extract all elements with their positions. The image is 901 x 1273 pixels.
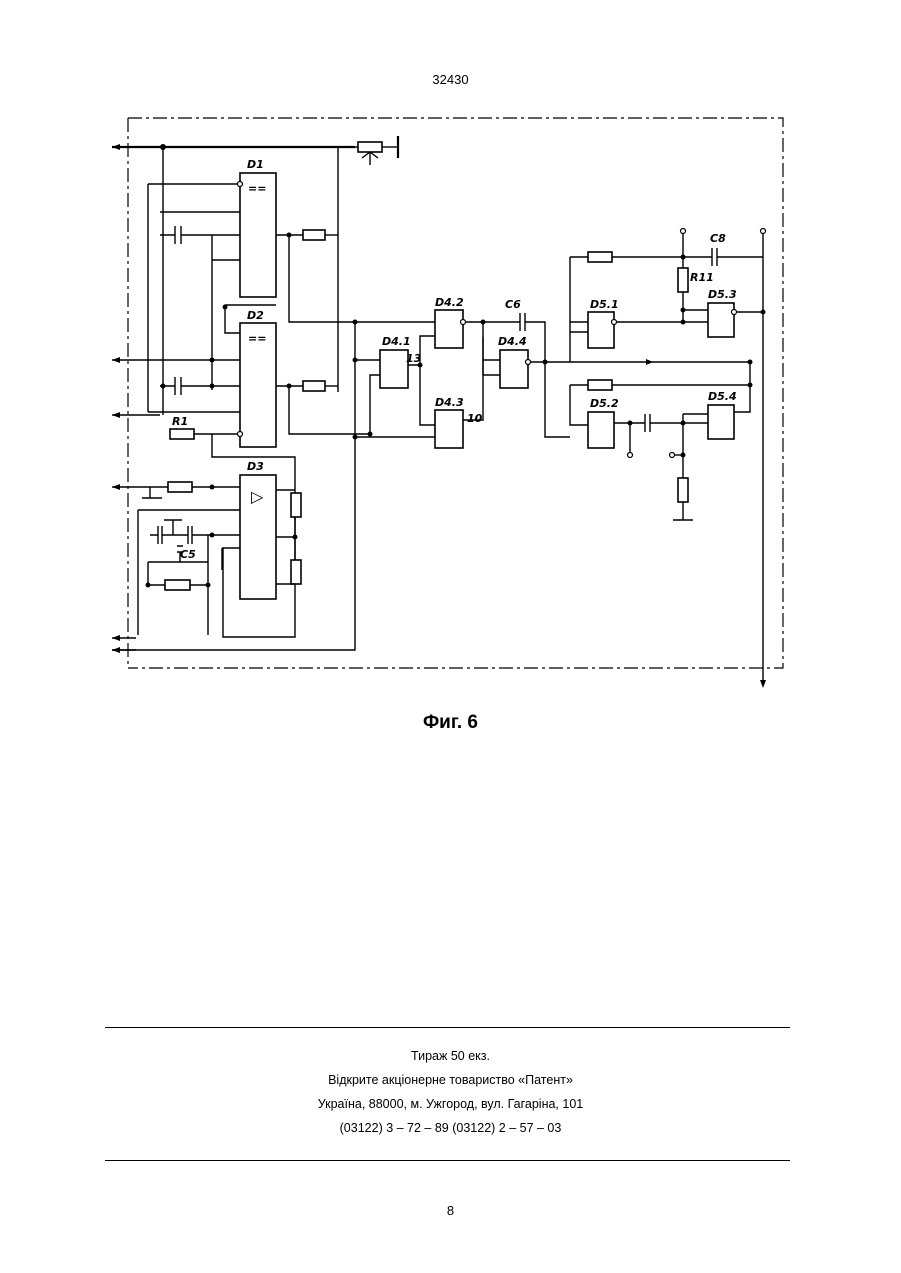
pin10-label: 10 <box>467 412 483 425</box>
d1-symbol: == <box>248 182 266 195</box>
page-number: 8 <box>0 1203 901 1218</box>
imprint-circulation: Тираж 50 екз. <box>0 1044 901 1068</box>
footer-divider-top <box>105 1027 790 1028</box>
c8-label: C8 <box>710 232 726 245</box>
d51-label: D5.1 <box>590 298 619 311</box>
d42-label: D4.2 <box>435 296 464 309</box>
d2-symbol: == <box>248 332 266 345</box>
d3-label: D3 <box>247 460 264 473</box>
figure-caption: Фиг. 6 <box>0 712 901 734</box>
c6-label: C6 <box>505 298 521 311</box>
d41-label: D4.1 <box>382 335 411 348</box>
imprint-address: Україна, 88000, м. Ужгород, вул. Гагарін… <box>0 1092 901 1116</box>
circuit-schematic: D1 == D2 == R1 <box>100 100 800 690</box>
d4-block: D4.1 13 D4.2 D4.3 10 D4.4 C6 <box>112 296 570 650</box>
imprint: Тираж 50 екз. Відкрите акціонерне товари… <box>0 1044 901 1140</box>
d53-label: D5.3 <box>708 288 737 301</box>
c5-label: C5 <box>180 548 196 561</box>
d44-label: D4.4 <box>498 335 527 348</box>
input-arrows <box>112 144 170 653</box>
d52-label: D5.2 <box>590 397 619 410</box>
d5-block: R11 C8 D5.1 D5.3 D5.2 D5.4 <box>570 229 766 689</box>
footer-divider-bottom <box>105 1160 790 1161</box>
d1-label: D1 <box>247 158 264 171</box>
d2-label: D2 <box>247 309 264 322</box>
r1-label: R1 <box>172 415 188 428</box>
frame <box>128 118 783 668</box>
d2-block: D2 == R1 <box>140 305 370 448</box>
d3-block: D3 ▷ C5 <box>138 434 301 637</box>
document-number: 32430 <box>0 72 901 87</box>
r11-label: R11 <box>690 271 714 284</box>
d3-symbol: ▷ <box>251 489 264 506</box>
imprint-publisher: Відкрите акціонерне товариство «Патент» <box>0 1068 901 1092</box>
d54-label: D5.4 <box>708 390 737 403</box>
imprint-phones: (03122) 3 – 72 – 89 (03122) 2 – 57 – 03 <box>0 1116 901 1140</box>
d43-label: D4.3 <box>435 396 464 409</box>
